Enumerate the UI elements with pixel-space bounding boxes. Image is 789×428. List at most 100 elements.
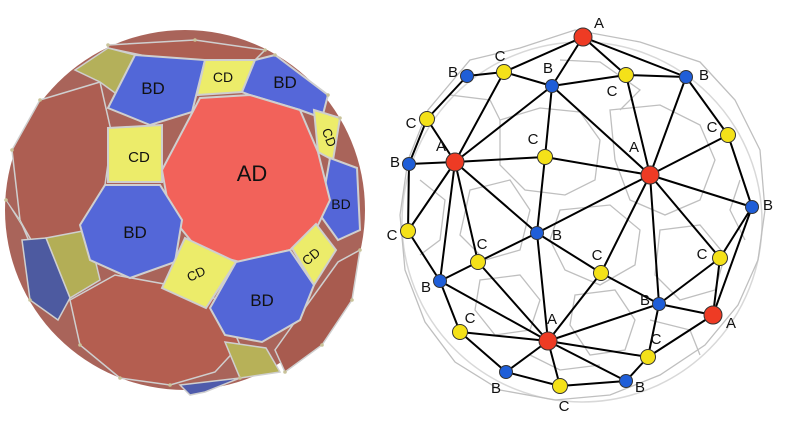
cd-label: CD <box>128 149 150 166</box>
cd-face-side <box>223 341 282 379</box>
node-b <box>530 226 544 240</box>
node-c <box>537 149 553 165</box>
graph-edge <box>547 272 602 342</box>
graph-edge <box>536 156 546 234</box>
graph-edge <box>454 85 553 163</box>
background-wire-2 <box>609 104 716 216</box>
graph-edge <box>647 303 660 358</box>
background-wire-12 <box>449 94 501 121</box>
node-c <box>470 254 486 270</box>
graph-edge <box>649 76 687 176</box>
node-label-b: B <box>635 379 645 396</box>
graph-edge <box>536 232 602 274</box>
background-wire-5 <box>654 224 726 301</box>
node-label-b: B <box>640 292 650 309</box>
graph-edge <box>439 161 456 282</box>
bd-face-side <box>178 377 241 396</box>
graph-edge <box>582 36 687 78</box>
background-wire-8 <box>419 179 446 256</box>
background-wire-4 <box>549 204 641 286</box>
graph-edge <box>544 85 553 158</box>
polyhedron: BD CD BD CD CD AD BD BD CD CD BD <box>4 30 365 396</box>
cd-label: CD <box>213 69 233 85</box>
node-c <box>552 378 568 394</box>
graph-edge <box>408 118 428 165</box>
graph-edge <box>454 161 538 234</box>
cd-face <box>160 236 238 310</box>
node-b <box>619 374 633 388</box>
graph-edge <box>536 232 549 342</box>
graph-edge <box>426 75 468 120</box>
graph-edge <box>712 257 721 316</box>
node-label-b: B <box>699 67 709 84</box>
graph-edge <box>727 134 753 208</box>
graph-edge <box>407 163 410 232</box>
node-label-c: C <box>495 48 506 65</box>
node-label-c: C <box>697 246 708 263</box>
node-label-c: C <box>559 398 570 415</box>
graph-edge <box>547 303 660 342</box>
graph-edge <box>505 371 561 387</box>
node-label-a: A <box>547 311 557 328</box>
node-label-c: C <box>477 236 488 253</box>
graph-edge <box>559 380 627 387</box>
graph-edge <box>625 74 687 78</box>
node-label-c: C <box>592 247 603 264</box>
graph-edge <box>536 174 651 234</box>
node-c <box>400 223 416 239</box>
node-c <box>712 250 728 266</box>
background-wireframe <box>399 29 766 401</box>
cd-face <box>107 123 163 183</box>
graph-edge <box>503 36 584 73</box>
graph-edge <box>685 76 729 136</box>
node-a <box>573 27 593 47</box>
graph-edge <box>407 230 441 282</box>
node-a <box>703 305 723 325</box>
node-b <box>652 297 666 311</box>
graph-edge <box>477 261 549 342</box>
graph-edge <box>647 314 714 358</box>
bd-label: BD <box>273 73 297 92</box>
graph-edge <box>454 161 479 263</box>
bd-label: BD <box>123 223 147 242</box>
graph-edge <box>503 71 553 87</box>
node-label-b: B <box>763 197 773 214</box>
graph-edge <box>547 340 649 358</box>
bd-face <box>106 53 207 127</box>
graph-edge <box>649 134 729 176</box>
node-label-b: B <box>552 227 562 244</box>
graph-edge <box>600 272 660 305</box>
graph-edge <box>439 280 549 342</box>
graph-nodes <box>400 27 759 394</box>
node-a <box>445 152 465 172</box>
background-wire-3 <box>459 179 531 261</box>
node-label-c: C <box>387 227 398 244</box>
node-c <box>452 324 468 340</box>
graph-edge <box>551 85 651 176</box>
node-label-a: A <box>726 315 736 332</box>
graph-edge <box>658 257 721 305</box>
node-c <box>618 67 634 83</box>
graph-edge <box>712 206 753 316</box>
node-b <box>433 274 447 288</box>
graph-edge <box>547 340 627 382</box>
graph-edge <box>600 174 651 274</box>
bd-label: BD <box>331 196 350 212</box>
node-c <box>640 349 656 365</box>
node-b <box>679 70 693 84</box>
node-label-a: A <box>629 139 639 156</box>
graph-edge <box>459 331 549 342</box>
ad-face-right <box>274 248 361 374</box>
node-label-b: B <box>421 279 431 296</box>
node-b <box>460 69 474 83</box>
node-b <box>499 365 513 379</box>
background-wire-10 <box>529 354 601 371</box>
graph-edge <box>439 280 461 333</box>
graph-edge <box>454 71 505 163</box>
bd-face <box>208 248 316 344</box>
cd-label: CD <box>319 126 340 149</box>
node-label-b: B <box>448 64 458 81</box>
graph-edge <box>544 156 651 176</box>
